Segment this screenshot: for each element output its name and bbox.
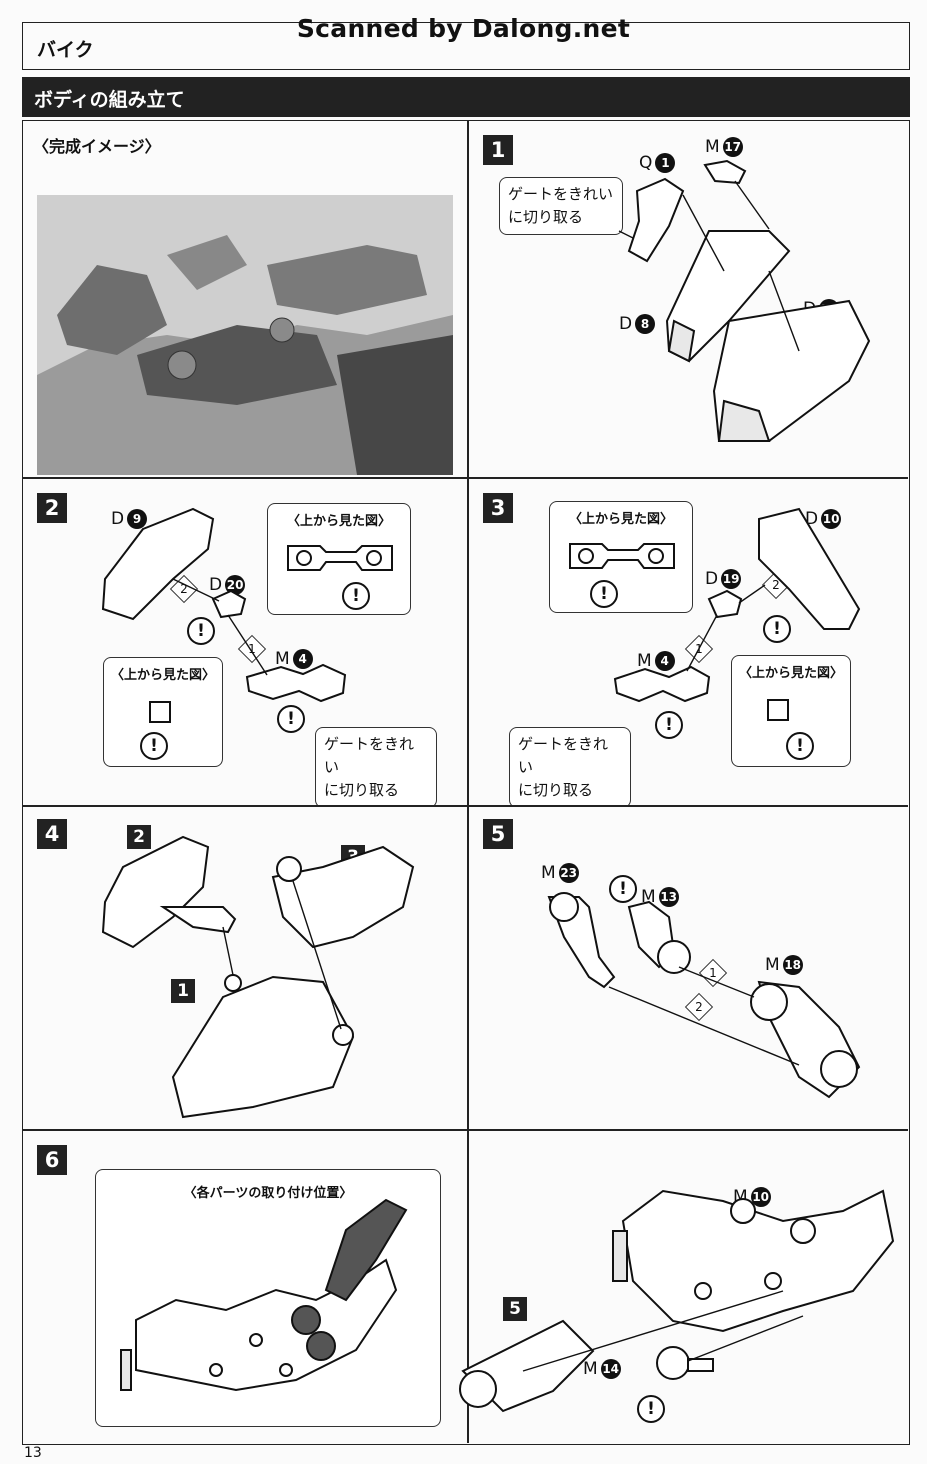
- step-4-drawing: [101, 835, 415, 1119]
- gate-note: ゲートをきれい に切り取る: [499, 177, 623, 235]
- step-number: 3: [483, 493, 513, 523]
- completed-label: 〈完成イメージ〉: [33, 137, 161, 156]
- view-label: 〈各パーツの取り付け位置〉: [183, 1186, 353, 1201]
- step-6-drawing: [459, 1189, 895, 1413]
- step-1-panel: 1 ゲートをきれい に切り取る Q1 M17 D8 D18: [469, 121, 909, 477]
- step-3-drawing: [613, 507, 861, 703]
- instruction-grid: 〈完成イメージ〉 1 ゲートをきれい に切り取る Q1 M17 D8 D18: [22, 120, 910, 1445]
- watermark: Scanned by Dalong.net: [296, 14, 631, 43]
- gate-note: ゲートをきれい に切り取る: [315, 727, 437, 805]
- page-title-bar: バイク: [22, 22, 910, 70]
- view-label: 〈上から見た図〉: [110, 668, 215, 683]
- side-view-box: 〈上から見た図〉 !: [103, 657, 223, 767]
- step-2-drawing: [101, 507, 347, 703]
- warning-icon: !: [277, 705, 305, 733]
- step-number: 6: [37, 1145, 67, 1175]
- page-title: バイク: [37, 39, 94, 61]
- section-title: ボディの組み立て: [34, 89, 185, 111]
- completed-image-panel: 〈完成イメージ〉: [23, 121, 467, 477]
- gate-note: ゲートをきれい に切り取る: [509, 727, 631, 805]
- step-number: 2: [37, 493, 67, 523]
- warning-icon: !: [655, 711, 683, 739]
- view-label: 〈上から見た図〉: [286, 514, 391, 529]
- warning-icon: !: [140, 732, 168, 760]
- warning-icon: !: [609, 875, 637, 903]
- ref-step-5: 5: [503, 1297, 527, 1321]
- top-view-box: 〈上から見た図〉 !: [549, 501, 693, 613]
- ref-step-1: 1: [171, 979, 195, 1003]
- warning-icon: !: [637, 1395, 665, 1423]
- warning-icon: !: [763, 615, 791, 643]
- attachment-drawing: [120, 1198, 408, 1392]
- completed-photo: [37, 195, 453, 475]
- step-number: 5: [483, 819, 513, 849]
- ref-step-2: 2: [127, 825, 151, 849]
- view-label: 〈上から見た図〉: [738, 666, 843, 681]
- section-header: ボディの組み立て: [22, 77, 910, 117]
- step-number: 4: [37, 819, 67, 849]
- warning-icon: !: [342, 582, 370, 610]
- attachment-position-box: 〈各パーツの取り付け位置〉: [95, 1169, 441, 1427]
- warning-icon: !: [786, 732, 814, 760]
- step-number: 1: [483, 135, 513, 165]
- step-4-panel: 4 2 3 1: [23, 807, 467, 1129]
- step-5-drawing: [547, 892, 861, 1099]
- warning-icon: !: [187, 617, 215, 645]
- top-view-box: 〈上から見た図〉 !: [267, 503, 411, 615]
- step-1-drawing: [618, 159, 871, 442]
- view-label: 〈上から見た図〉: [568, 512, 673, 527]
- side-view-box: 〈上から見た図〉 !: [731, 655, 851, 767]
- page-number: 13: [24, 1445, 42, 1461]
- warning-icon: !: [590, 580, 618, 608]
